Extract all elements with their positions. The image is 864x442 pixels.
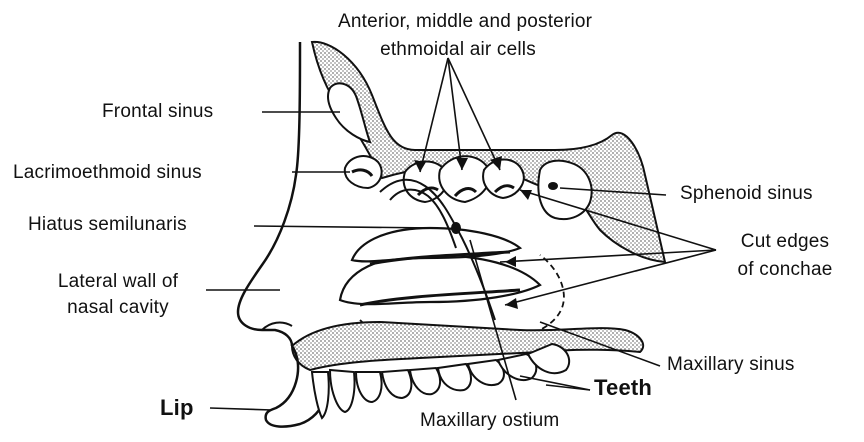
incisor-front	[312, 372, 329, 418]
lacrimoethmoid-sinus-label: Lacrimoethmoid sinus	[13, 162, 202, 184]
frontal-bone-region	[312, 42, 665, 262]
nose-outline	[238, 42, 300, 346]
hard-palate	[292, 322, 643, 370]
lacrimoethmoid-sinus-shape	[345, 156, 382, 188]
sphenoid-ostium-dot	[548, 182, 558, 190]
maxillary-sinus-label: Maxillary sinus	[667, 354, 795, 376]
lateral-wall-label-line2: nasal cavity	[30, 297, 206, 319]
lip-label: Lip	[160, 397, 194, 419]
cut-edges-label-line2: of conchae	[720, 259, 850, 281]
frontal-sinus-label: Frontal sinus	[102, 101, 213, 123]
sphenoid-sinus-label: Sphenoid sinus	[680, 183, 813, 205]
cut-edges-label-line1: Cut edges	[720, 231, 850, 253]
maxillary-ostium-label: Maxillary ostium	[420, 410, 559, 432]
ethmoidal-label-line2: ethmoidal air cells	[338, 39, 578, 61]
hiatus-semilunaris-label: Hiatus semilunaris	[28, 214, 187, 236]
lateral-wall-label-line1: Lateral wall of	[30, 271, 206, 293]
teeth-label: Teeth	[594, 377, 652, 399]
ethmoidal-label-line1: Anterior, middle and posterior	[338, 11, 578, 33]
hiatus-opening	[451, 222, 461, 234]
